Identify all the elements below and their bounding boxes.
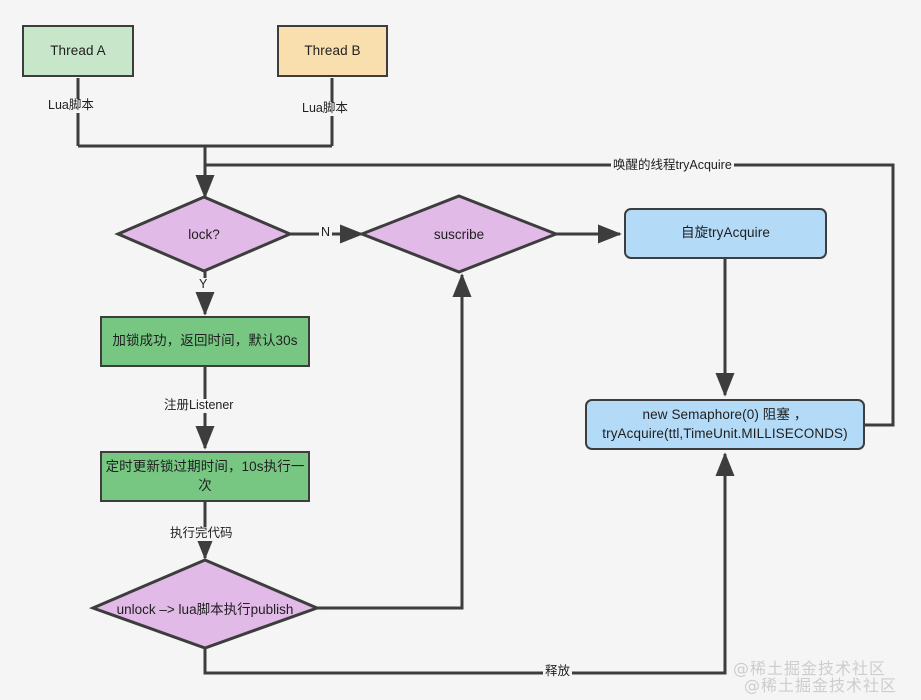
edge-label-finish-code: 执行完代码 — [168, 526, 235, 541]
edge-unlock-suscribe — [317, 273, 472, 610]
edge-label-register-listener: 注册Listener — [162, 398, 236, 413]
node-renew-expiry[interactable]: 定时更新锁过期时间，10s执行一次 — [100, 451, 310, 502]
node-lock-success[interactable]: 加锁成功，返回时间，默认30s — [100, 316, 310, 367]
node-thread-b[interactable]: Thread B — [277, 25, 388, 77]
edge-wakeup — [205, 163, 895, 427]
edge-label-lock-yes: Y — [197, 277, 210, 292]
edge-label-lua-b: Lua脚本 — [300, 101, 350, 116]
edge-label-wakeup: 唤醒的线程tryAcquire — [611, 158, 734, 173]
node-lock-success-label: 加锁成功，返回时间，默认30s — [112, 333, 298, 349]
node-semaphore[interactable]: new Semaphore(0) 阻塞 ， tryAcquire(ttl,Tim… — [585, 399, 865, 450]
node-spin-tryacquire[interactable]: 自旋tryAcquire — [624, 208, 827, 259]
node-thread-b-label: Thread B — [304, 42, 361, 58]
node-spin-tryacquire-label: 自旋tryAcquire — [681, 225, 770, 241]
node-renew-expiry-label: 定时更新锁过期时间，10s执行一次 — [105, 459, 305, 493]
edge-label-lock-no: N — [319, 225, 333, 240]
edge-label-release: 释放 — [543, 664, 573, 679]
node-thread-a[interactable]: Thread A — [22, 25, 134, 77]
node-thread-a-label: Thread A — [50, 42, 106, 58]
node-semaphore-label-line1: new Semaphore(0) 阻塞 ， — [642, 407, 808, 423]
node-semaphore-label-line2: tryAcquire(ttl,TimeUnit.MILLISECONDS) — [602, 425, 848, 441]
edge-release — [203, 452, 735, 675]
watermark-line-2: @稀土掘金技术社区 — [744, 676, 898, 695]
edge-label-lua-a: Lua脚本 — [46, 98, 96, 113]
watermark-line-1: @稀土掘金技术社区 — [733, 659, 887, 678]
